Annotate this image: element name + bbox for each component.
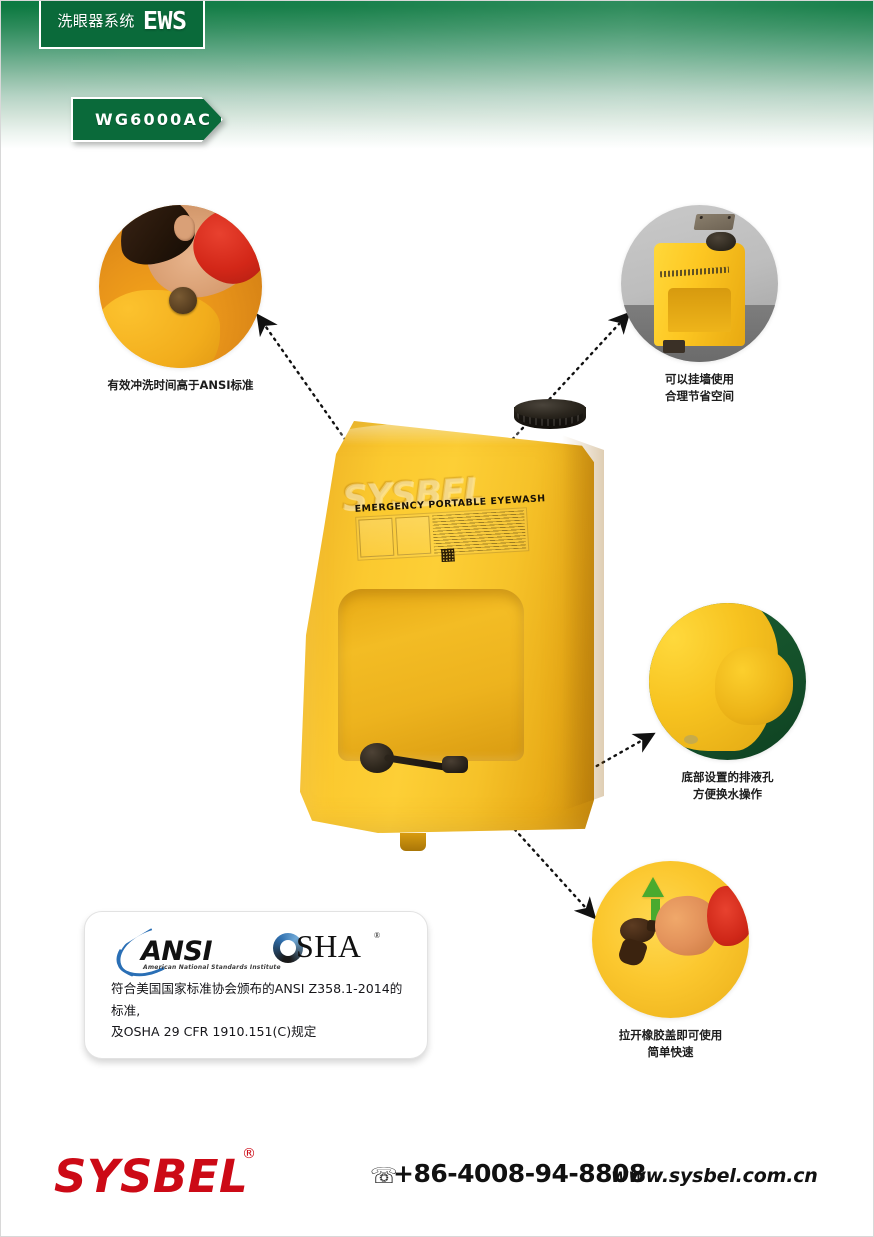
cap-top	[514, 399, 586, 419]
certification-card: ANSI American National Standards Institu…	[84, 911, 428, 1059]
photo-basin-shape	[99, 289, 220, 368]
caption-line-1: 可以挂墙使用	[665, 372, 734, 386]
certification-text-line-2: 及OSHA 29 CFR 1910.151(C)规定	[111, 1024, 317, 1040]
photo-unit-recess-shape	[668, 288, 731, 333]
category-title-box: 洗眼器系统 EWS	[39, 1, 205, 49]
photo-nozzle-shape	[169, 286, 197, 315]
contact-website: www.sysbel.com.cn	[611, 1165, 818, 1187]
ansi-logo: ANSI American National Standards Institu…	[115, 928, 281, 976]
caption-line-2: 简单快速	[647, 1044, 694, 1059]
callout-rubber-cap: 拉开橡胶盖即可使用 简单快速	[592, 861, 749, 1060]
drain-tether	[383, 754, 449, 771]
photo-drain-hole-shape	[683, 734, 698, 745]
photo-green-arrow-stem	[650, 898, 660, 925]
callout-flush-time-caption: 有效冲洗时间高于ANSI标准	[99, 377, 262, 394]
label-diagram-1-icon	[358, 517, 395, 558]
photo-unit-foot-shape	[663, 340, 686, 353]
osha-registered-mark: ®	[374, 931, 381, 940]
drain-plug	[442, 756, 468, 773]
sysbel-logo: SYSBEL	[54, 1150, 249, 1203]
photo-tank-corner-shape	[714, 646, 794, 726]
caption-line-1: 拉开橡胶盖即可使用	[618, 1028, 723, 1042]
callout-wall-mount-caption: 可以挂墙使用 合理节省空间	[621, 371, 778, 404]
model-tag-label: WG6000AC	[95, 110, 213, 129]
photo-unit-cap-shape	[705, 231, 736, 251]
label-diagram-2-icon	[395, 515, 432, 556]
label-instruction-text	[432, 510, 527, 554]
product-fill-cap	[514, 399, 586, 433]
callout-wall-mount: 可以挂墙使用 合理节省空间	[621, 205, 778, 404]
callout-wall-mount-photo	[621, 205, 778, 362]
osha-logo-word: SHA	[296, 928, 362, 964]
product-label-figures	[355, 507, 530, 563]
product-foot	[400, 833, 426, 851]
label-qr-code-icon	[441, 548, 455, 563]
caption-line-2: 方便换水操作	[693, 786, 762, 801]
callout-rubber-cap-photo	[592, 861, 749, 1018]
sysbel-registered-mark: ®	[242, 1146, 256, 1162]
callout-rubber-cap-caption: 拉开橡胶盖即可使用 简单快速	[592, 1027, 749, 1060]
callout-drain-hole-photo	[649, 603, 806, 760]
product-drain-cap	[360, 739, 468, 775]
certification-text: 符合美国国家标准协会颁布的ANSI Z358.1-2014的标准, 及OSHA …	[85, 974, 427, 1043]
callout-flush-time: 有效冲洗时间高于ANSI标准	[99, 205, 262, 394]
model-tag-shape: WG6000AC	[71, 97, 223, 142]
caption-line-1: 有效冲洗时间高于ANSI标准	[107, 378, 254, 392]
caption-line-1: 底部设置的排液孔	[681, 770, 774, 784]
product-top-highlight	[312, 423, 552, 445]
product-basin-recess	[338, 589, 524, 761]
page-footer: SYSBEL ® ☏ +86-4008-94-8808 www.sysbel.c…	[1, 1128, 873, 1236]
ansi-logo-subtitle: American National Standards Institute	[143, 964, 281, 971]
osha-ring-icon	[273, 933, 303, 963]
main-product-image: SYSBEL EMERGENCY PORTABLE EYEWASH	[282, 389, 614, 851]
caption-line-2: 合理节省空间	[665, 388, 734, 403]
photo-wall-bracket-shape	[693, 214, 736, 231]
photo-green-arrow-head-icon	[642, 876, 665, 897]
photo-ear-shape	[173, 214, 196, 241]
callout-drain-hole-caption: 底部设置的排液孔 方便换水操作	[649, 769, 806, 802]
product-side-shading	[562, 435, 604, 811]
photo-red-glove-shape	[706, 886, 749, 946]
category-title-cn: 洗眼器系统	[57, 11, 135, 30]
callout-drain-hole: 底部设置的排液孔 方便换水操作	[649, 603, 806, 802]
ansi-logo-word: ANSI	[141, 936, 212, 967]
category-title-en: EWS	[142, 5, 187, 35]
contact-phone-number: +86-4008-94-8808	[393, 1159, 646, 1188]
certification-text-line-1: 符合美国国家标准协会颁布的ANSI Z358.1-2014的标准,	[111, 981, 403, 1018]
model-tag: WG6000AC	[71, 97, 223, 142]
callout-flush-time-photo	[99, 205, 262, 368]
certification-logos: ANSI American National Standards Institu…	[85, 912, 427, 974]
product-instruction-label: EMERGENCY PORTABLE EYEWASH	[354, 493, 546, 566]
osha-logo: SHA ®	[273, 928, 393, 971]
product-stage: SYSBEL EMERGENCY PORTABLE EYEWASH	[1, 149, 873, 1089]
